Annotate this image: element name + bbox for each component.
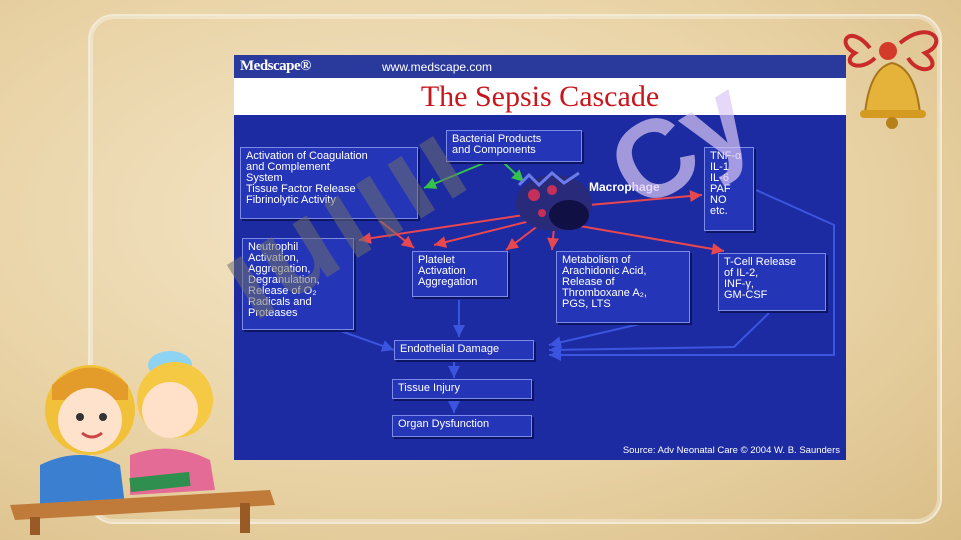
cytokine-1: TNF-α <box>710 150 742 162</box>
slide-title: The Sepsis Cascade <box>420 80 660 113</box>
children-desk-illustration <box>10 351 275 535</box>
green-arrows <box>423 162 525 189</box>
bacterial-products-box: Bacterial Products and Components <box>446 130 582 162</box>
platelet-box: Platelet Activation Aggregation <box>412 251 508 297</box>
neutro-line-7: Proteases <box>248 307 298 319</box>
cascade-arrows <box>323 162 835 413</box>
tissue-label: Tissue Injury <box>398 382 460 394</box>
title-background <box>234 78 846 115</box>
meta-line-1: Metabolism of <box>562 254 631 266</box>
platelet-line-3: Aggregation <box>418 276 478 288</box>
tcell-line-3: INF-γ, <box>724 278 754 290</box>
cytokine-5: NO <box>710 194 727 206</box>
coag-line-3: System <box>246 172 283 184</box>
macrophage-icon <box>516 171 592 231</box>
coag-line-1: Activation of Coagulation <box>246 150 368 162</box>
endothelial-box: Endothelial Damage <box>394 340 534 360</box>
macrophage-label: Macrophage <box>589 180 660 194</box>
source-citation: Source: Adv Neonatal Care © 2004 W. B. S… <box>622 445 840 456</box>
tcell-line-2: of IL-2, <box>724 267 759 279</box>
meta-line-2: Arachidonic Acid, <box>562 265 647 277</box>
sepsis-slide: Medscape® www.medscape.com The Sepsis Ca… <box>234 55 846 460</box>
medscape-url: www.medscape.com <box>382 60 493 74</box>
meta-line-5: PGS, LTS <box>562 298 611 310</box>
meta-line-3: Release of <box>562 276 615 288</box>
cytokine-3: IL-6 <box>710 172 729 184</box>
cytokine-4: PAF <box>710 183 731 195</box>
neutro-line-2: Activation, <box>248 252 299 264</box>
neutro-line-5: Release of O₂ <box>248 285 317 297</box>
tcell-box: T-Cell Release of IL-2, INF-γ, GM-CSF <box>718 253 826 311</box>
cytokine-6: etc. <box>710 205 728 217</box>
platelet-line-2: Activation <box>418 265 466 277</box>
endothelial-label: Endothelial Damage <box>400 343 500 355</box>
tissue-injury-box: Tissue Injury <box>392 379 532 399</box>
coag-line-2: and Complement <box>246 161 330 173</box>
neutro-line-6: Radicals and <box>248 296 312 308</box>
coag-line-4: Tissue Factor Release <box>246 183 356 195</box>
bacterial-line-1: Bacterial Products <box>452 133 542 145</box>
red-arrows <box>358 190 725 255</box>
cytokine-box: TNF-α IL-1 IL-6 PAF NO etc. <box>704 147 754 231</box>
tcell-line-4: GM-CSF <box>724 289 768 301</box>
cytokine-2: IL-1 <box>710 161 729 173</box>
coagulation-box: Activation of Coagulation and Complement… <box>240 147 418 219</box>
tcell-line-1: T-Cell Release <box>724 256 797 268</box>
organ-label: Organ Dysfunction <box>398 418 490 430</box>
coag-line-5: Fibrinolytic Activity <box>246 194 336 206</box>
slide-frame <box>88 14 942 524</box>
arachidonic-box: Metabolism of Arachidonic Acid, Release … <box>556 251 690 323</box>
bell-ornament-icon <box>843 30 939 129</box>
organ-dysfunction-box: Organ Dysfunction <box>392 415 532 437</box>
medscape-logo: Medscape® <box>240 58 311 74</box>
meta-line-4: Thromboxane A₂, <box>562 287 647 299</box>
neutrophil-box: Neutrophil Activation, Aggregation, Degr… <box>242 238 354 330</box>
neutro-line-1: Neutrophil <box>248 241 299 253</box>
neutro-line-3: Aggregation, <box>248 263 311 275</box>
platelet-line-1: Platelet <box>418 254 455 266</box>
slide-header-bar: Medscape® www.medscape.com <box>234 55 846 79</box>
bacterial-line-2: and Components <box>452 144 536 156</box>
neutro-line-4: Degranulation, <box>248 274 320 286</box>
blue-arrows <box>323 189 835 413</box>
